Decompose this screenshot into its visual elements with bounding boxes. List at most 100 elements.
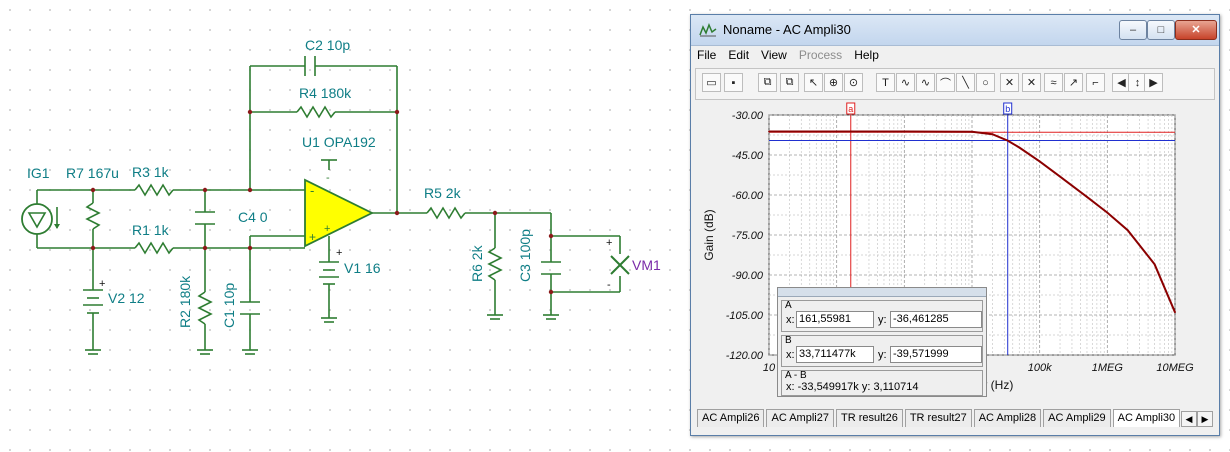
ig1-source-symbol[interactable] xyxy=(21,203,60,235)
vm1-meter-symbol[interactable] xyxy=(610,255,630,275)
window-title: Noname - AC Ampli30 xyxy=(723,22,851,37)
gain-point xyxy=(768,130,770,133)
menu-edit[interactable]: Edit xyxy=(728,48,750,62)
zoom-in-button[interactable]: ⊕ xyxy=(824,73,843,92)
pointer-icon: ↖ xyxy=(808,77,819,89)
tab-ac-ampli27[interactable]: AC Ampli27 xyxy=(766,409,834,427)
r6-label: R6 2k xyxy=(469,244,485,282)
pointer-button[interactable]: ↖ xyxy=(804,73,823,92)
gain-point xyxy=(991,133,994,136)
probe-button[interactable]: ↗ xyxy=(1064,73,1083,92)
open-folder-button[interactable]: ▭ xyxy=(702,73,721,92)
y-tick-label: -45.00 xyxy=(732,150,764,162)
vm1-plus-mark: + xyxy=(606,237,612,249)
cursor-a-y-field[interactable]: -36,461285 xyxy=(890,311,982,328)
zoom-100-button[interactable]: ⊙ xyxy=(844,73,863,92)
circle-button[interactable]: ○ xyxy=(976,73,995,92)
x-tick-label: 100k xyxy=(1028,362,1052,374)
arrow-updown-icon: ↕ xyxy=(1134,76,1141,89)
cursor-b-y-key: y: xyxy=(878,348,887,361)
cursor-readout-panel[interactable]: A x: 161,55981 y: -36,461285 B x: 33,711… xyxy=(777,287,987,397)
cursor-diff-title: A - B xyxy=(785,370,807,381)
tab-tr-result26[interactable]: TR result26 xyxy=(835,409,903,427)
save-button[interactable]: ▪ xyxy=(724,73,743,92)
open-folder-icon: ▭ xyxy=(706,77,717,89)
v2-plus-mark: + xyxy=(99,278,105,290)
close-button[interactable]: ✕ xyxy=(1175,20,1217,40)
x-tick-label: 10MEG xyxy=(1156,362,1194,374)
cursor-a-x-field[interactable]: 161,55981 xyxy=(796,311,874,328)
tab-ac-ampli29[interactable]: AC Ampli29 xyxy=(1043,409,1111,427)
tab-scroll-right[interactable]: ▶ xyxy=(1197,411,1213,427)
cursor-a-handle[interactable] xyxy=(846,102,856,115)
arrow-left-icon: ◀ xyxy=(1117,77,1126,89)
circle-icon: ○ xyxy=(982,76,989,89)
gain-point xyxy=(1006,139,1009,142)
minimize-button[interactable]: ‒ xyxy=(1119,20,1147,40)
cursor-panel-header[interactable] xyxy=(778,288,986,297)
cursor-b-handle[interactable] xyxy=(1003,102,1013,115)
copy-icon: ⧉ xyxy=(763,76,772,88)
cursor-b-button[interactable]: ✕ xyxy=(1022,73,1041,92)
cursor-b-x-key: x: xyxy=(786,348,795,361)
opamp-vplus-mark: + xyxy=(324,223,330,235)
menu-bar: File Edit View Process Help xyxy=(691,46,1219,64)
tab-ac-ampli26[interactable]: AC Ampli26 xyxy=(697,409,765,427)
v1-plus-mark: + xyxy=(336,247,342,259)
schematic-canvas[interactable]: IG1 R7 167u R3 1k R1 1k V2 12 R2 180k C1… xyxy=(0,0,690,452)
menu-help[interactable]: Help xyxy=(854,48,879,62)
plot-area[interactable]: 101001k10k100k1MEG10MEG-30.00-45.00-60.0… xyxy=(691,101,1219,407)
menu-process[interactable]: Process xyxy=(798,48,843,62)
opamp-vminus-mark: - xyxy=(326,172,330,184)
gain-curve[interactable] xyxy=(769,130,1176,313)
paste-button[interactable]: ⧉ xyxy=(780,73,799,92)
menu-view[interactable]: View xyxy=(761,48,787,62)
u1-label: U1 OPA192 xyxy=(302,134,376,150)
y-tick-label: -120.00 xyxy=(726,350,764,362)
cursor-b-title: B xyxy=(785,335,792,346)
cursor-a-button[interactable]: ✕ xyxy=(1000,73,1019,92)
cursor-a-handle-label: a xyxy=(848,104,853,114)
maximize-button[interactable]: □ xyxy=(1147,20,1175,40)
y-tick-label: -90.00 xyxy=(732,270,764,282)
menu-file[interactable]: File xyxy=(697,48,717,62)
tab-scroll-left[interactable]: ◀ xyxy=(1181,411,1197,427)
c2-label: C2 10p xyxy=(305,37,350,53)
zoom-100-icon: ⊙ xyxy=(848,77,859,89)
tab-ac-ampli28[interactable]: AC Ampli28 xyxy=(973,409,1042,427)
v1-label: V1 16 xyxy=(344,260,381,276)
curve-marker2-icon: ∿ xyxy=(920,77,931,89)
cursor-b-handle-label: b xyxy=(1005,104,1010,114)
cursor-a-group: A x: 161,55981 y: -36,461285 xyxy=(781,300,983,332)
line-button[interactable]: ╲ xyxy=(956,73,975,92)
curve-marker-button[interactable]: ∿ xyxy=(896,73,915,92)
x-tick-label: 10 xyxy=(763,362,776,374)
curve-label-button[interactable]: ⌒ xyxy=(936,73,955,92)
opamp-minus-mark: - xyxy=(310,183,314,198)
save-icon: ▪ xyxy=(731,76,736,89)
opamp-u1-symbol[interactable] xyxy=(304,178,375,248)
vm1-minus-mark: - xyxy=(607,279,611,291)
cursor-b-group: B x: 33,711477k y: -39,571999 xyxy=(781,335,983,367)
copy-button[interactable]: ⧉ xyxy=(758,73,777,92)
text-button[interactable]: T xyxy=(876,73,895,92)
curve-marker2-button[interactable]: ∿ xyxy=(916,73,935,92)
vm1-label: VM1 xyxy=(632,257,661,273)
cursor-diff-group: A - B x: -33,549917k y: 3,110714 xyxy=(781,370,983,396)
gain-point xyxy=(1018,146,1021,149)
line-icon: ╲ xyxy=(962,77,969,89)
cursor-b-y-field[interactable]: -39,571999 xyxy=(890,346,982,363)
step-button[interactable]: ⌐ xyxy=(1086,73,1105,92)
curves-button[interactable]: ≈ xyxy=(1044,73,1063,92)
title-bar[interactable]: Noname - AC Ampli30 ‒ □ ✕ xyxy=(691,15,1219,46)
gain-point xyxy=(1086,195,1088,198)
r1-label: R1 1k xyxy=(132,222,170,238)
y-tick-label: -30.00 xyxy=(732,110,764,122)
tab-ac-ampli30[interactable]: AC Ampli30 xyxy=(1112,409,1181,427)
arrow-right-button[interactable]: ▶ xyxy=(1144,73,1163,92)
cursor-b-x-field[interactable]: 33,711477k xyxy=(796,346,874,363)
analysis-window[interactable]: Noname - AC Ampli30 ‒ □ ✕ File Edit View… xyxy=(690,14,1220,436)
curve-label-icon: ⌒ xyxy=(940,77,951,90)
toolbar: ▭▪⧉⧉↖⊕⊙T∿∿⌒╲○✕✕≈↗⌐◀↕▶ xyxy=(695,68,1215,100)
tab-tr-result27[interactable]: TR result27 xyxy=(904,409,972,427)
